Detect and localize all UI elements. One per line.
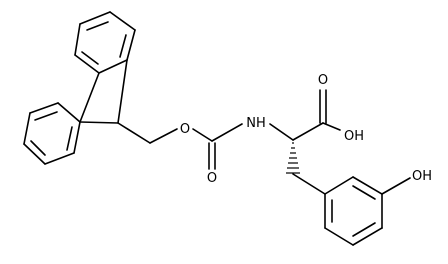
phenol-hydroxyl-label: OH: [412, 169, 432, 184]
fluorene-five-ring: [79, 59, 128, 124]
bond: [324, 176, 354, 195]
amino-acid-backbone: [269, 89, 341, 141]
bond: [74, 23, 81, 56]
bond: [79, 11, 111, 25]
bond: [44, 152, 75, 165]
acid-carbonyl-oxygen-label: O: [318, 73, 328, 88]
phenol-ring: [324, 176, 411, 246]
bond-inner: [86, 21, 109, 31]
bond: [292, 173, 326, 195]
bond: [23, 143, 46, 165]
bond: [79, 121, 119, 124]
amide-nitrogen-label: NH: [246, 116, 266, 131]
bond-inner: [34, 111, 58, 121]
bond: [381, 177, 411, 195]
bond: [149, 128, 178, 144]
stereo-hash-bond: [286, 142, 300, 174]
bond-inner: [352, 185, 376, 200]
bond: [352, 227, 383, 246]
bond: [192, 128, 213, 142]
fmoc-linker: [117, 122, 243, 170]
bond: [79, 72, 100, 123]
side-chain: [292, 173, 326, 195]
bond-inner: [81, 51, 99, 65]
bond: [126, 29, 136, 61]
ester-oxygen-label: O: [180, 122, 190, 137]
fluorene-left-ring: [23, 102, 81, 165]
bond-inner: [66, 126, 73, 151]
carbonyl-oxygen-label: O: [207, 171, 217, 186]
bond: [117, 59, 128, 124]
bond: [269, 123, 294, 141]
bond: [292, 122, 324, 141]
bond: [98, 59, 128, 74]
bond-inner: [119, 34, 127, 58]
bond: [322, 122, 341, 131]
bond-inner: [352, 222, 376, 237]
bond: [109, 11, 136, 31]
bond: [23, 112, 31, 145]
bond: [352, 176, 383, 195]
bond: [117, 122, 151, 144]
acid-hydroxyl-label: OH: [344, 129, 364, 144]
bond: [74, 54, 100, 74]
fluorene-top-ring: [74, 11, 136, 74]
bond: [211, 123, 243, 142]
bond: [29, 102, 59, 114]
bond: [324, 227, 354, 246]
bond-inner: [30, 140, 46, 156]
bond: [57, 102, 81, 123]
bond: [73, 121, 81, 154]
